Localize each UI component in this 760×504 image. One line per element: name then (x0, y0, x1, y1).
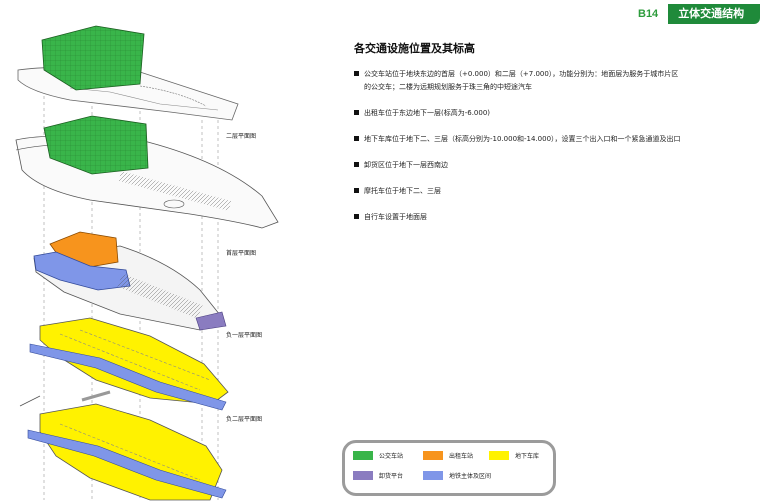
legend-label: 公交车站 (379, 453, 404, 460)
legend-label: 出租车站 (449, 453, 474, 460)
item-text: 摩托车位于地下二、三层 (364, 187, 441, 195)
item-text: 公交车站位于地块东边的首层（+0.000）和二层（+7.000），功能分别为：地… (364, 70, 679, 91)
bullet-icon (354, 162, 359, 167)
bullet-icon (354, 188, 359, 193)
basement-1-plan (33, 231, 227, 331)
label-basement-1: 负一层平面图 (226, 332, 263, 339)
legend-taxi: 出租车站 (423, 451, 473, 460)
legend-bus: 公交车站 (353, 451, 403, 460)
basement-2-plan (19, 317, 229, 411)
item-taxi: 出租车位于东边地下一层(标高为-6.000) (354, 107, 684, 120)
label-ground-floor: 首层平面图 (226, 250, 257, 257)
label-second-floor: 二层平面图 (226, 133, 257, 140)
legend-swatch-bus (353, 451, 373, 460)
legend-metro: 地铁主体及区间 (423, 471, 491, 480)
axonometric-floor-stack (15, 25, 279, 501)
description-panel: 各交通设施位置及其标高 公交车站位于地块东边的首层（+0.000）和二层（+7.… (354, 40, 684, 237)
bullet-icon (354, 136, 359, 141)
bullet-icon (354, 71, 359, 76)
basement-2-metro (29, 343, 227, 411)
item-text: 出租车位于东边地下一层(标高为-6.000) (364, 109, 491, 117)
bullet-icon (354, 214, 359, 219)
bullet-icon (354, 110, 359, 115)
second-floor-plan (17, 25, 239, 121)
legend-swatch-taxi (423, 451, 443, 460)
ground-floor-plan (15, 115, 279, 229)
item-motorcycle: 摩托车位于地下二、三层 (354, 185, 684, 198)
legend-label: 地铁主体及区间 (449, 473, 492, 480)
basement-3-plan (27, 390, 227, 501)
legend-swatch-metro (423, 471, 443, 480)
sheet-title: 立体交通结构图 (668, 4, 760, 40)
item-text: 卸货区位于地下一层西南边 (364, 161, 448, 169)
basement-1-unloading (195, 311, 227, 331)
item-unloading: 卸货区位于地下一层西南边 (354, 159, 684, 172)
panel-title: 各交通设施位置及其标高 (354, 42, 475, 55)
sheet-header: B14 立体交通结构图 (638, 4, 760, 40)
legend-parking: 地下车库 (489, 451, 539, 460)
label-basement-2: 负二层平面图 (226, 416, 263, 423)
legend-label: 卸货平台 (379, 473, 404, 480)
legend-swatch-unloading (353, 471, 373, 480)
legend: 公交车站 出租车站 地下车库 卸货平台 地铁主体及区间 (342, 440, 556, 496)
legend-label: 地下车库 (515, 453, 540, 460)
item-text: 地下车库位于地下二、三层（标高分别为-10.000和-14.000），设置三个出… (364, 135, 681, 143)
sheet-code: B14 (638, 8, 659, 20)
item-parking: 地下车库位于地下二、三层（标高分别为-10.000和-14.000），设置三个出… (354, 133, 684, 146)
legend-unloading: 卸货平台 (353, 471, 403, 480)
item-text: 自行车设置于地面层 (364, 213, 427, 221)
legend-swatch-parking (489, 451, 509, 460)
item-bicycle: 自行车设置于地面层 (354, 211, 684, 224)
item-bus: 公交车站位于地块东边的首层（+0.000）和二层（+7.000），功能分别为：地… (354, 68, 684, 94)
